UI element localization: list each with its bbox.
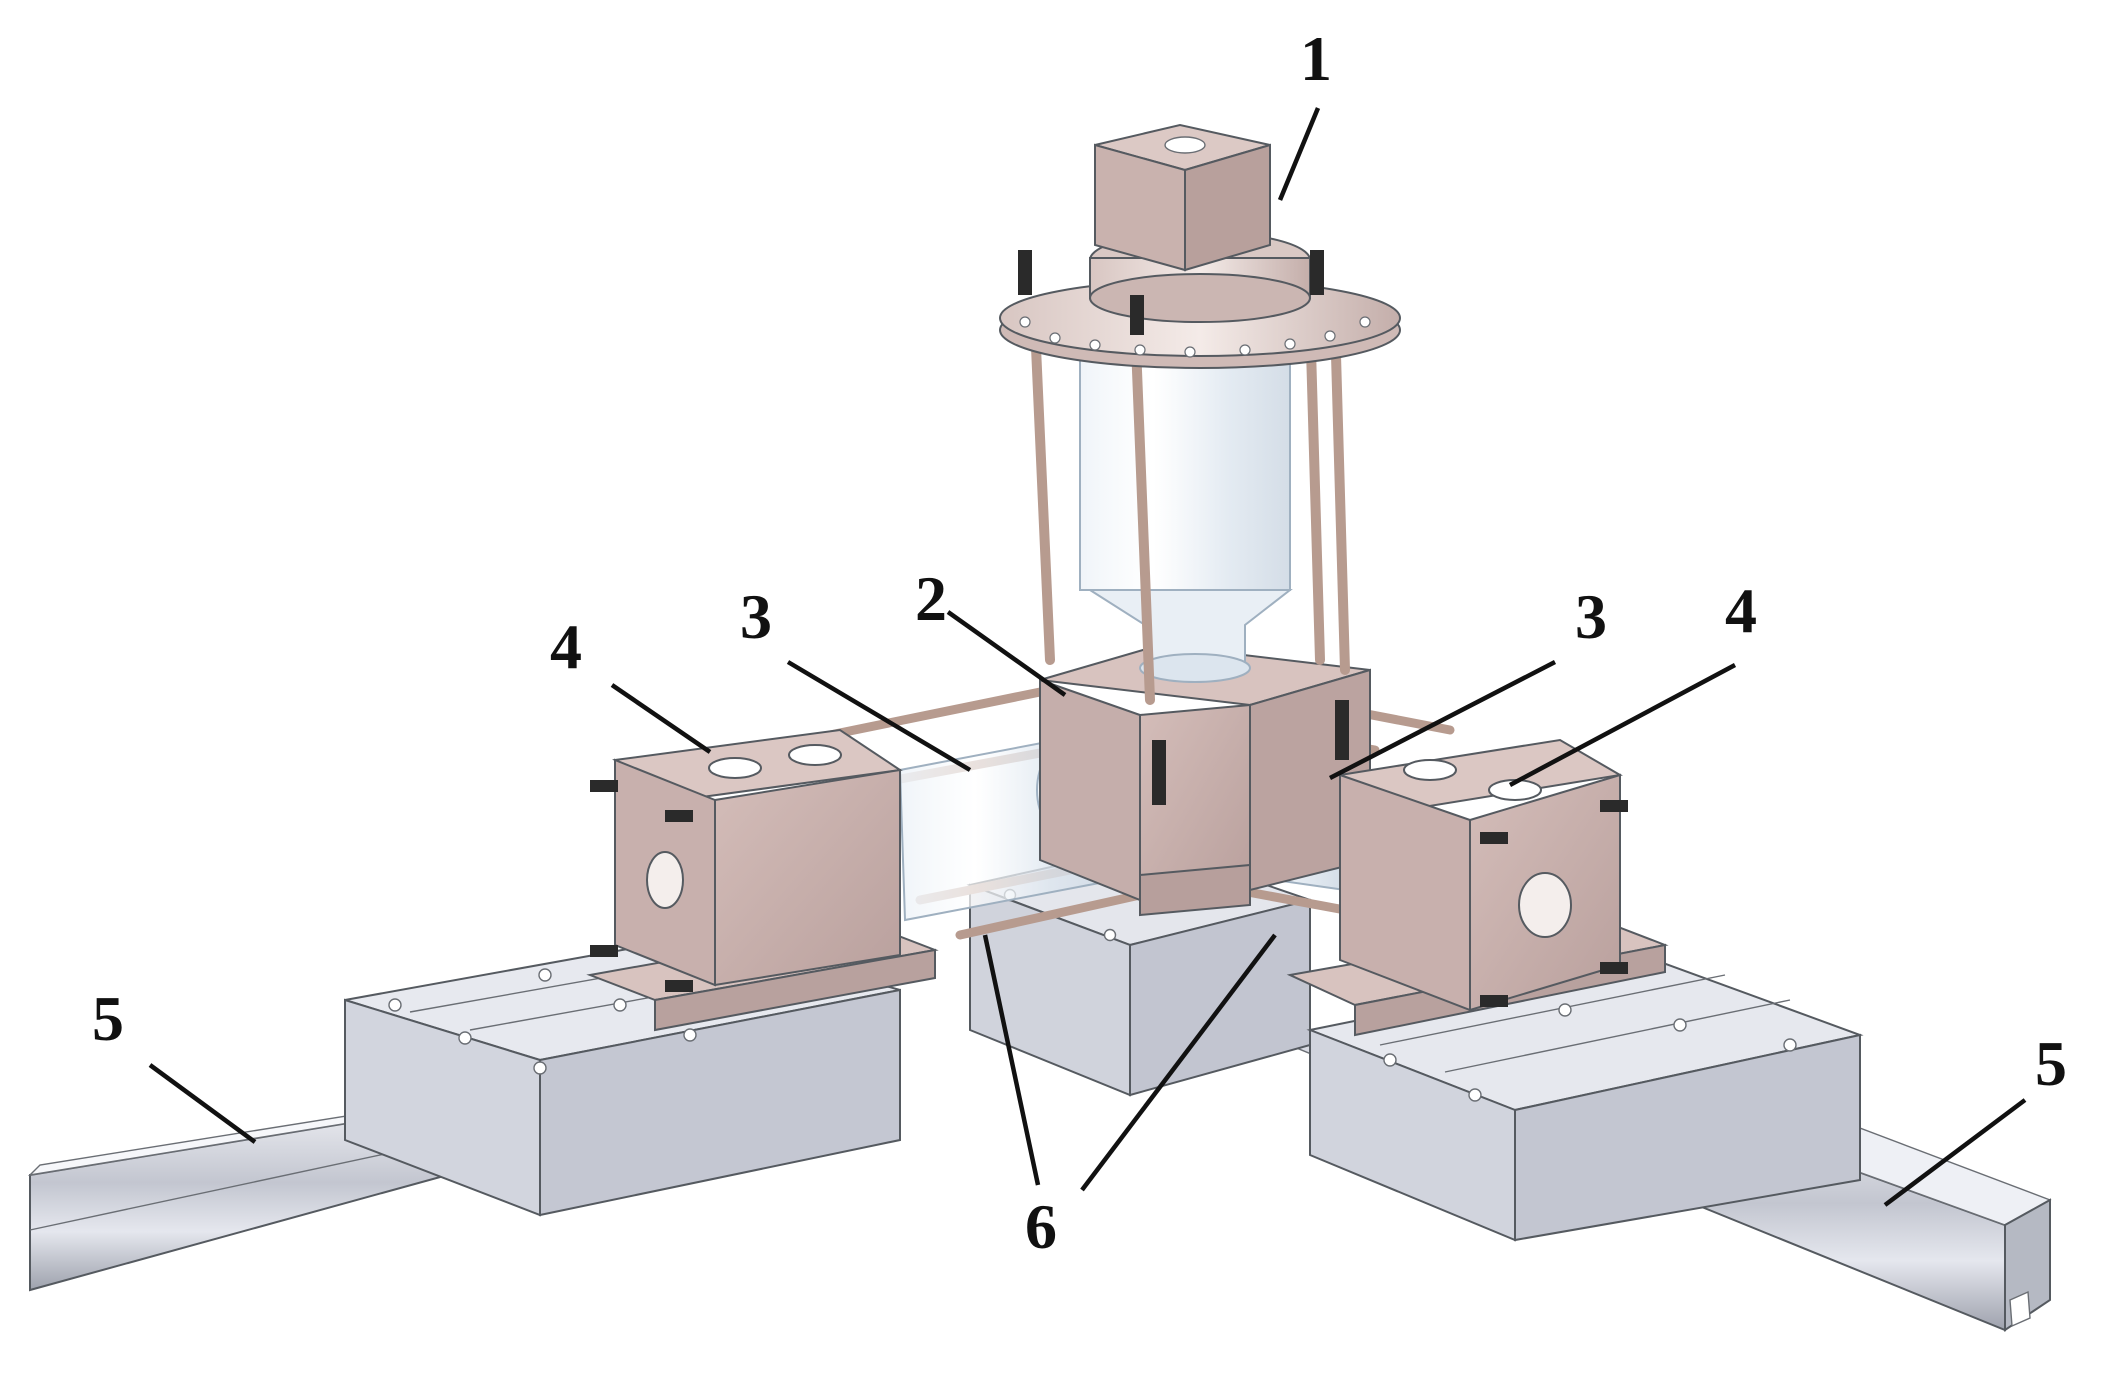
flange-bolts: [1018, 250, 1324, 335]
callout-5-left: 5: [92, 983, 124, 1054]
vertical-rods: [1030, 310, 1350, 705]
leader-lines: [148, 107, 2027, 1207]
callout-3-right: 3: [1575, 581, 1607, 652]
callout-4-left: 4: [550, 611, 582, 682]
top-block: [1094, 123, 1271, 272]
callout-1: 1: [1300, 23, 1332, 94]
left-housing: [590, 728, 903, 992]
callout-labels: 1 2 3 3 4 4 5 5 6: [92, 23, 2067, 1262]
callout-6: 6: [1025, 1191, 1057, 1262]
callout-3-left: 3: [740, 581, 772, 652]
callout-2: 2: [915, 563, 947, 634]
right-carriage: [1306, 958, 1864, 1242]
vertical-glass-chamber: [1079, 329, 1293, 683]
callout-4-right: 4: [1725, 575, 1757, 646]
right-housing: [1336, 738, 1628, 1012]
callout-5-right: 5: [2035, 1028, 2067, 1099]
